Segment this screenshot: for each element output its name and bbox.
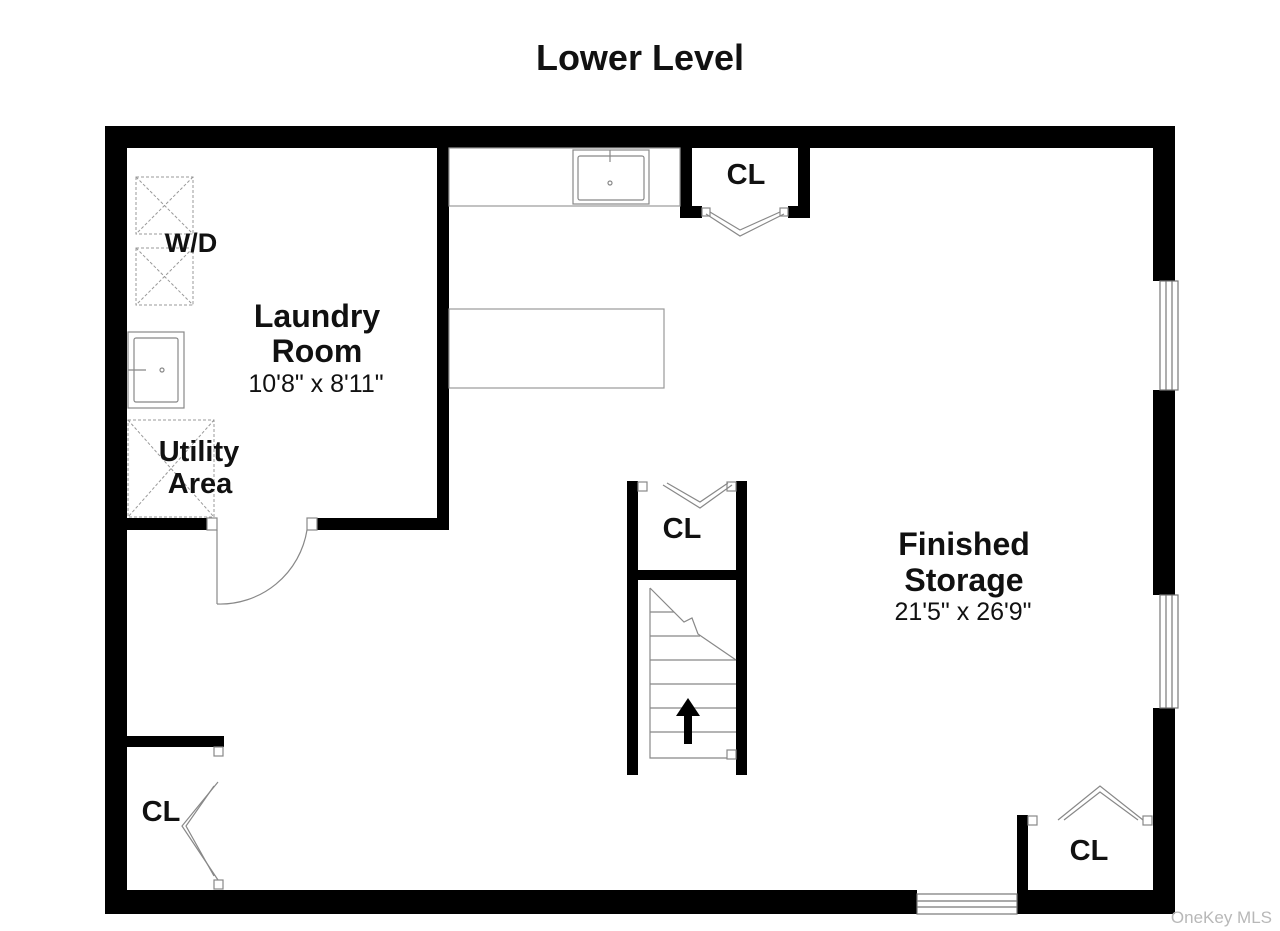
windows bbox=[916, 280, 1179, 915]
laundry-room-name-2: Room bbox=[272, 333, 363, 369]
washer-dryer-label: W/D bbox=[165, 228, 217, 258]
bottom-left-closet-walls bbox=[127, 736, 224, 747]
top-closet-walls bbox=[680, 148, 810, 218]
top-closet-label: CL bbox=[727, 159, 766, 191]
bottom-right-closet-walls bbox=[1017, 815, 1028, 905]
laundry-room-name-1: Laundry bbox=[254, 298, 380, 334]
bottom-right-closet-label: CL bbox=[1070, 835, 1109, 867]
outer-walls bbox=[105, 126, 1175, 914]
counters bbox=[448, 147, 681, 389]
stair-closet-label: CL bbox=[663, 513, 702, 545]
kitchen-sink bbox=[572, 149, 650, 205]
bottom-left-closet-label: CL bbox=[142, 796, 181, 828]
utility-box bbox=[127, 419, 215, 518]
staircase bbox=[649, 587, 737, 760]
top-closet-door bbox=[701, 207, 789, 237]
watermark: OneKey MLS bbox=[1171, 908, 1272, 927]
laundry-sink bbox=[127, 331, 185, 409]
stair-up-arrow-icon bbox=[676, 698, 700, 744]
stair-closet-door bbox=[637, 481, 737, 509]
bottom-right-closet-door bbox=[1027, 785, 1153, 826]
laundry-door bbox=[206, 517, 318, 605]
finished-storage-name-2: Storage bbox=[904, 562, 1023, 598]
finished-storage-name-1: Finished bbox=[898, 526, 1030, 562]
laundry-walls bbox=[127, 148, 449, 530]
utility-area-name-2: Area bbox=[168, 468, 233, 500]
stair-walls bbox=[627, 481, 747, 775]
laundry-room-dimensions: 10'8" x 8'11" bbox=[248, 370, 383, 398]
finished-storage-dimensions: 21'5" x 26'9" bbox=[894, 598, 1031, 626]
washer-dryer-boxes bbox=[135, 176, 194, 306]
plan-title: Lower Level bbox=[536, 37, 744, 78]
utility-area-name-1: Utility bbox=[159, 436, 240, 468]
bottom-left-closet-door bbox=[181, 746, 224, 890]
